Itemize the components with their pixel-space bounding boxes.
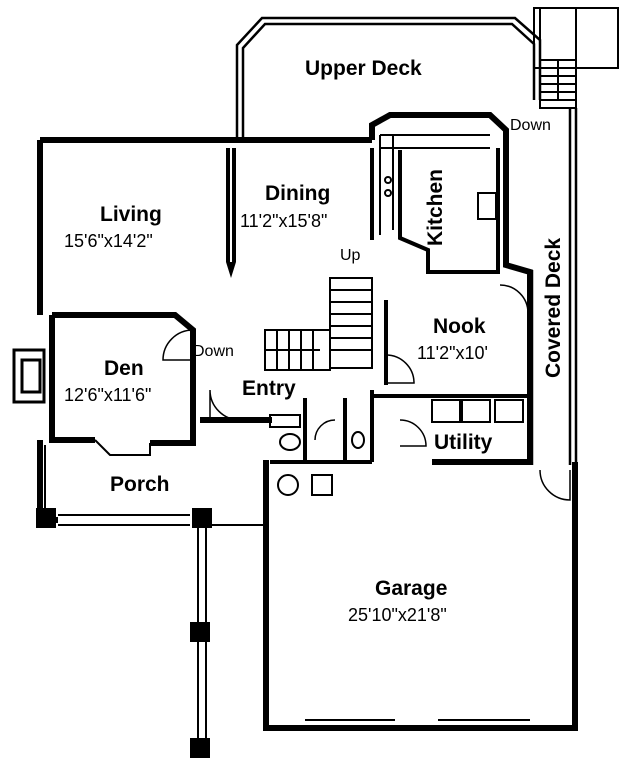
door-swings: [162, 284, 571, 501]
room-label-porch: Porch: [110, 473, 170, 496]
room-label-upper-deck: Upper Deck: [305, 57, 422, 80]
room-label-kitchen: Kitchen: [424, 168, 447, 246]
room-size-living: 15'6"x14'2": [64, 231, 153, 251]
kitchen-counters: [379, 134, 497, 235]
room-size-dining: 11'2"x15'8": [240, 211, 328, 231]
stairs-label-down-top: Down: [510, 117, 551, 134]
interior-stairs: [264, 277, 373, 371]
stairs-label-up: Up: [340, 247, 361, 264]
room-label-dining: Dining: [265, 182, 331, 205]
room-label-nook: Nook: [433, 315, 486, 338]
water-heater: [277, 474, 333, 496]
interior-walls: [226, 148, 528, 464]
room-label-den: Den: [104, 357, 144, 380]
den-bay: [94, 439, 151, 456]
stairs-label-down-left: Down: [193, 343, 234, 360]
room-label-garage: Garage: [375, 577, 448, 600]
room-label-living: Living: [100, 203, 162, 226]
room-size-den: 12'6"x11'6": [64, 385, 152, 405]
exterior-stairs: [533, 7, 619, 109]
bathroom-fixtures: [269, 414, 365, 451]
room-size-nook: 11'2"x10': [417, 343, 488, 363]
room-label-covered-deck: Covered Deck: [542, 237, 565, 378]
room-label-utility: Utility: [434, 431, 493, 454]
fireplace: [12, 348, 46, 404]
porch-posts: [36, 508, 212, 758]
living-window: [226, 262, 236, 278]
room-size-garage: 25'10"x21'8": [348, 605, 447, 625]
utility-appliances: [431, 399, 524, 423]
room-label-entry: Entry: [242, 377, 296, 400]
